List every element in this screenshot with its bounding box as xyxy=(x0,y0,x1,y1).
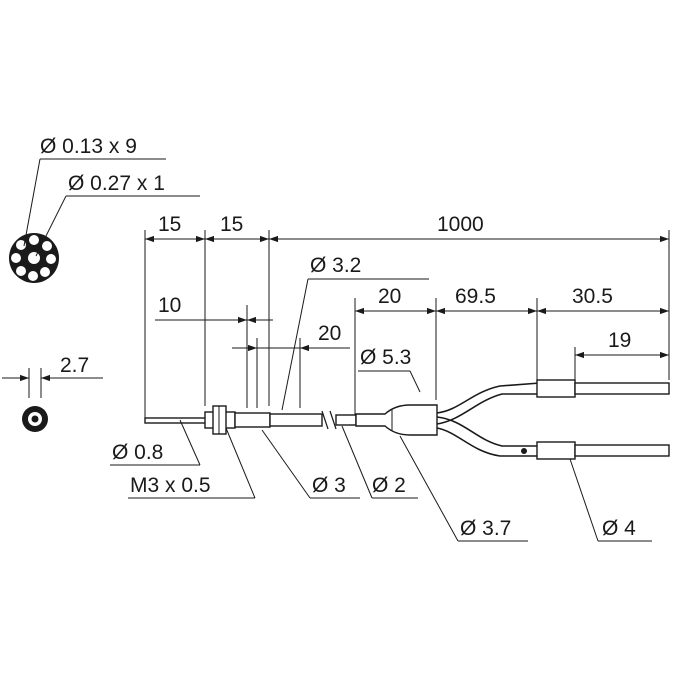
label-len-30-5: 30.5 xyxy=(572,285,613,308)
lower-ferrule xyxy=(536,441,576,460)
label-len-69-5: 69.5 xyxy=(455,285,496,308)
splitter-body xyxy=(355,404,438,436)
label-center-fiber: Ø 0.27 x 1 xyxy=(68,172,165,195)
probe-tip xyxy=(144,417,208,424)
dimension-10: 10 xyxy=(155,294,273,324)
label-len-20a: 20 xyxy=(318,322,341,345)
fiber-strands xyxy=(11,235,56,281)
label-thread: M3 x 0.5 xyxy=(130,474,211,497)
upper-fiber-end xyxy=(574,382,670,395)
label-dia-3-7: Ø 3.7 xyxy=(460,517,511,540)
label-head-dia: 2.7 xyxy=(60,354,89,377)
label-len-15b: 15 xyxy=(220,213,243,236)
sensor-head-front-view: 2.7 xyxy=(2,354,103,432)
label-dia-3: Ø 3 xyxy=(312,474,346,497)
label-dia-0-8: Ø 0.8 xyxy=(112,441,163,464)
label-dia-3-2: Ø 3.2 xyxy=(310,254,361,277)
label-fiber-strands: Ø 0.13 x 9 xyxy=(40,135,137,158)
dimension-20-sleeve: 20 xyxy=(232,322,350,352)
label-dia-5-3: Ø 5.3 xyxy=(360,346,411,369)
label-dia-4: Ø 4 xyxy=(602,517,636,540)
fiber-bundle-cross-section: Ø 0.13 x 9 Ø 0.27 x 1 xyxy=(9,135,200,283)
label-dia-2: Ø 2 xyxy=(372,474,406,497)
lower-fiber-end xyxy=(574,444,670,457)
dimension-dia-5-3: Ø 5.3 xyxy=(358,346,421,393)
label-len-1000: 1000 xyxy=(437,213,484,236)
label-len-15a: 15 xyxy=(158,213,181,236)
label-len-19: 19 xyxy=(608,329,631,352)
dimension-row-top: 15 15 1000 xyxy=(145,213,669,243)
upper-ferrule xyxy=(536,379,576,398)
dimension-19: 19 xyxy=(575,329,669,359)
cable-side-view xyxy=(144,379,670,460)
label-len-20b: 20 xyxy=(378,285,401,308)
dimension-dia-3-2: Ø 3.2 xyxy=(281,254,429,411)
bottom-callouts: Ø 0.8 M3 x 0.5 Ø 3 Ø 2 Ø 3.7 Ø 4 xyxy=(110,419,652,542)
sleeve xyxy=(234,412,271,428)
cable-sheath-left xyxy=(269,413,323,427)
label-len-10: 10 xyxy=(158,294,181,317)
dimension-row-second: 20 69.5 30.5 xyxy=(355,285,669,315)
cable-sheath-right xyxy=(335,414,357,426)
